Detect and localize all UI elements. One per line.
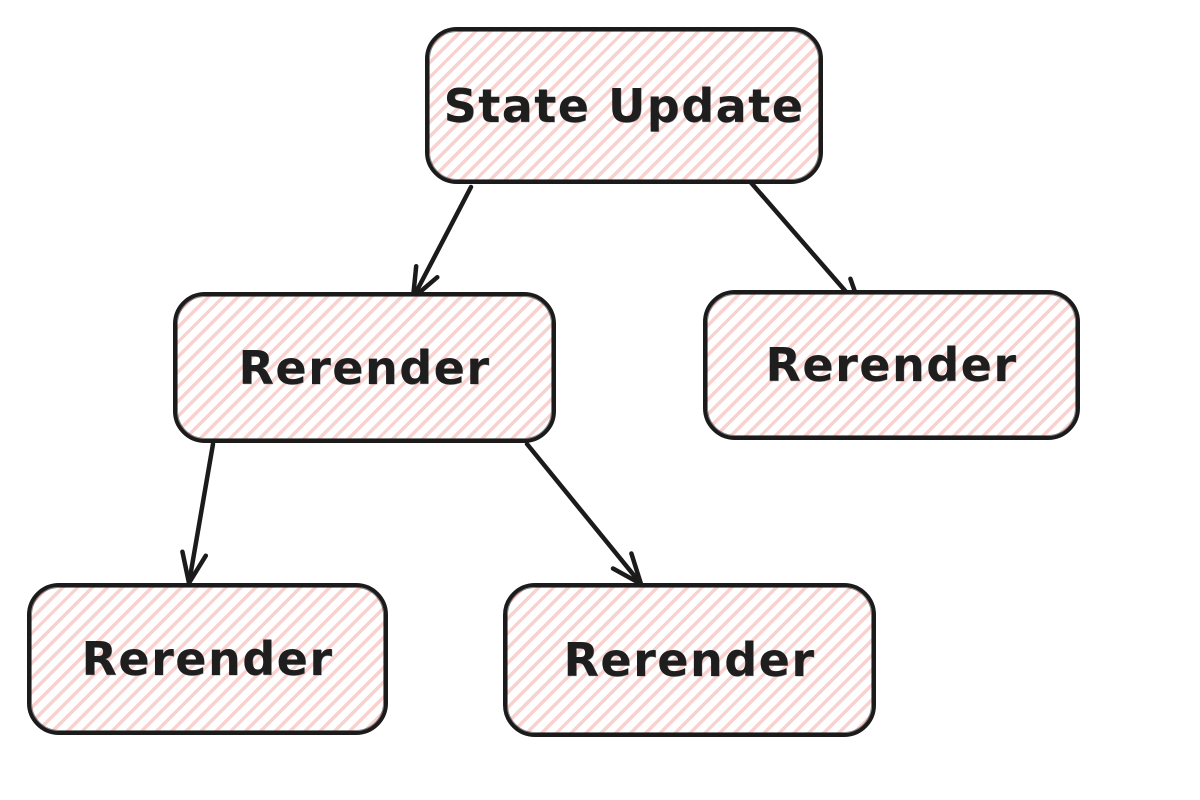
arrowhead-icon [610, 551, 644, 587]
node-state-update: State Update [425, 27, 823, 184]
node-rerender-left: Rerender [173, 292, 556, 443]
node-label: State Update [443, 78, 805, 133]
arrow-shaft [410, 184, 474, 301]
arrow-rerender-left-to-bottom-middle [524, 441, 644, 587]
arrow-rerender-left-to-bottom-left [180, 441, 216, 586]
arrowhead-icon [180, 549, 209, 586]
node-rerender-bottom-middle: Rerender [503, 583, 876, 737]
arrow-shaft [186, 441, 216, 586]
node-label: Rerender [81, 632, 334, 686]
node-label: Rerender [563, 633, 816, 687]
node-rerender-bottom-left: Rerender [27, 583, 388, 735]
node-label: Rerender [238, 340, 491, 395]
arrow-shaft [524, 441, 644, 587]
node-label: Rerender [765, 338, 1018, 392]
arrow-state-update-to-rerender-left [410, 184, 474, 301]
node-rerender-right: Rerender [703, 290, 1080, 440]
